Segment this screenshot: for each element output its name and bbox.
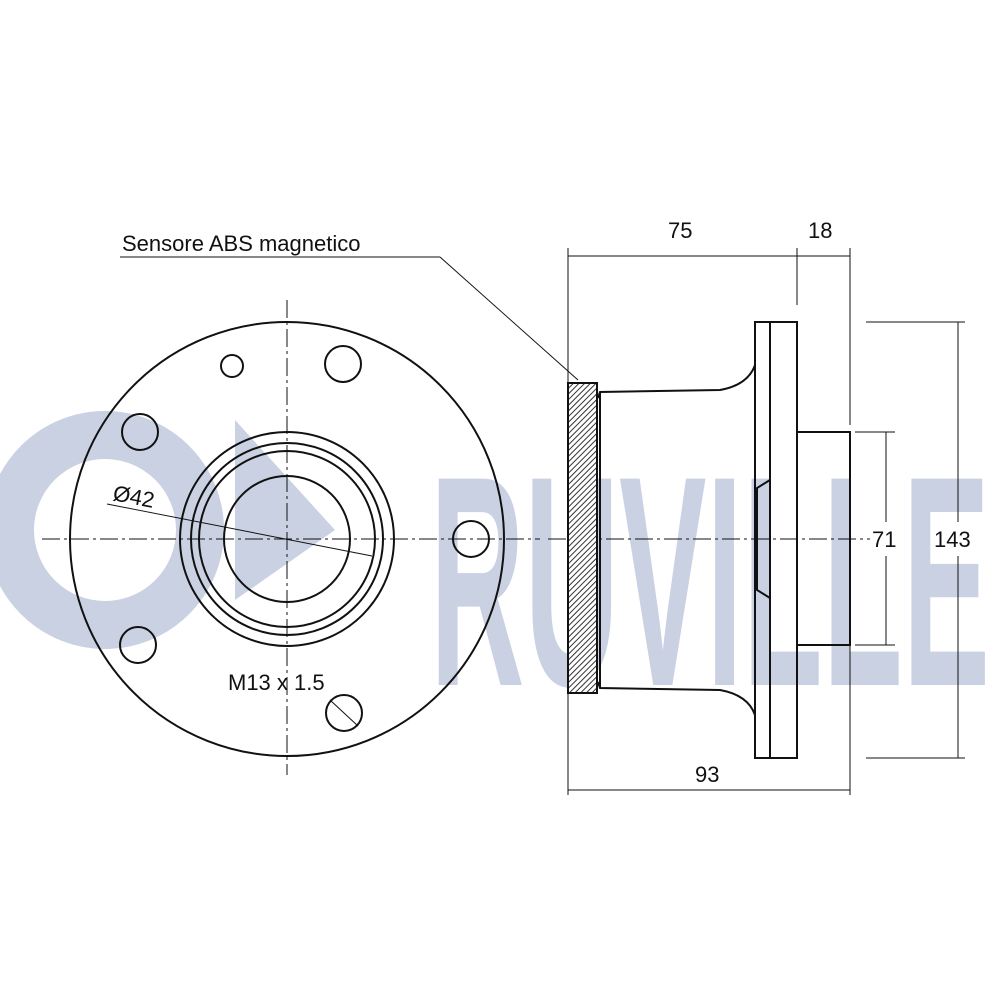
dim-71-label: 71 — [872, 527, 896, 552]
sensor-callout: Sensore ABS magnetico — [120, 231, 579, 381]
dim-143-label: 143 — [934, 527, 971, 552]
bore-circle — [223, 475, 351, 603]
bore-diameter-label: Ø42 — [111, 480, 157, 512]
hub-ring-outer — [179, 431, 395, 647]
thread-label: M13 x 1.5 — [228, 670, 325, 695]
hub-ring-middle — [190, 442, 384, 636]
bolt-hole — [324, 345, 362, 383]
bolt-hole — [325, 694, 363, 732]
small-hole — [220, 354, 244, 378]
thread-dimension-line — [329, 699, 359, 727]
ruville-watermark: RUVILLE — [0, 411, 990, 749]
dim-18-label: 18 — [808, 218, 832, 243]
watermark-logo-ring — [0, 411, 224, 649]
sensor-leader-arrow — [439, 256, 579, 381]
sensor-label: Sensore ABS magnetico — [122, 231, 360, 256]
abs-sensor-ring — [567, 382, 598, 694]
front-view: Ø42 M13 x 1.5 — [42, 300, 540, 775]
side-view — [548, 321, 870, 759]
watermark-text: RUVILLE — [430, 413, 990, 749]
hub-body — [597, 364, 756, 716]
dimensions: 75 18 93 71 143 — [567, 218, 971, 795]
dim-93-label: 93 — [695, 762, 719, 787]
flange-recess — [756, 479, 771, 599]
diameter-leader — [106, 503, 373, 557]
bolt-hole — [452, 520, 490, 558]
dim-75-label: 75 — [668, 218, 692, 243]
bolt-hole — [119, 626, 157, 664]
hub-ring-inner — [198, 450, 376, 628]
flange-outline — [69, 321, 505, 757]
watermark-logo-mark — [235, 420, 335, 600]
hub-pilot — [797, 431, 851, 646]
flange-side — [754, 321, 798, 759]
bolt-hole — [121, 413, 159, 451]
